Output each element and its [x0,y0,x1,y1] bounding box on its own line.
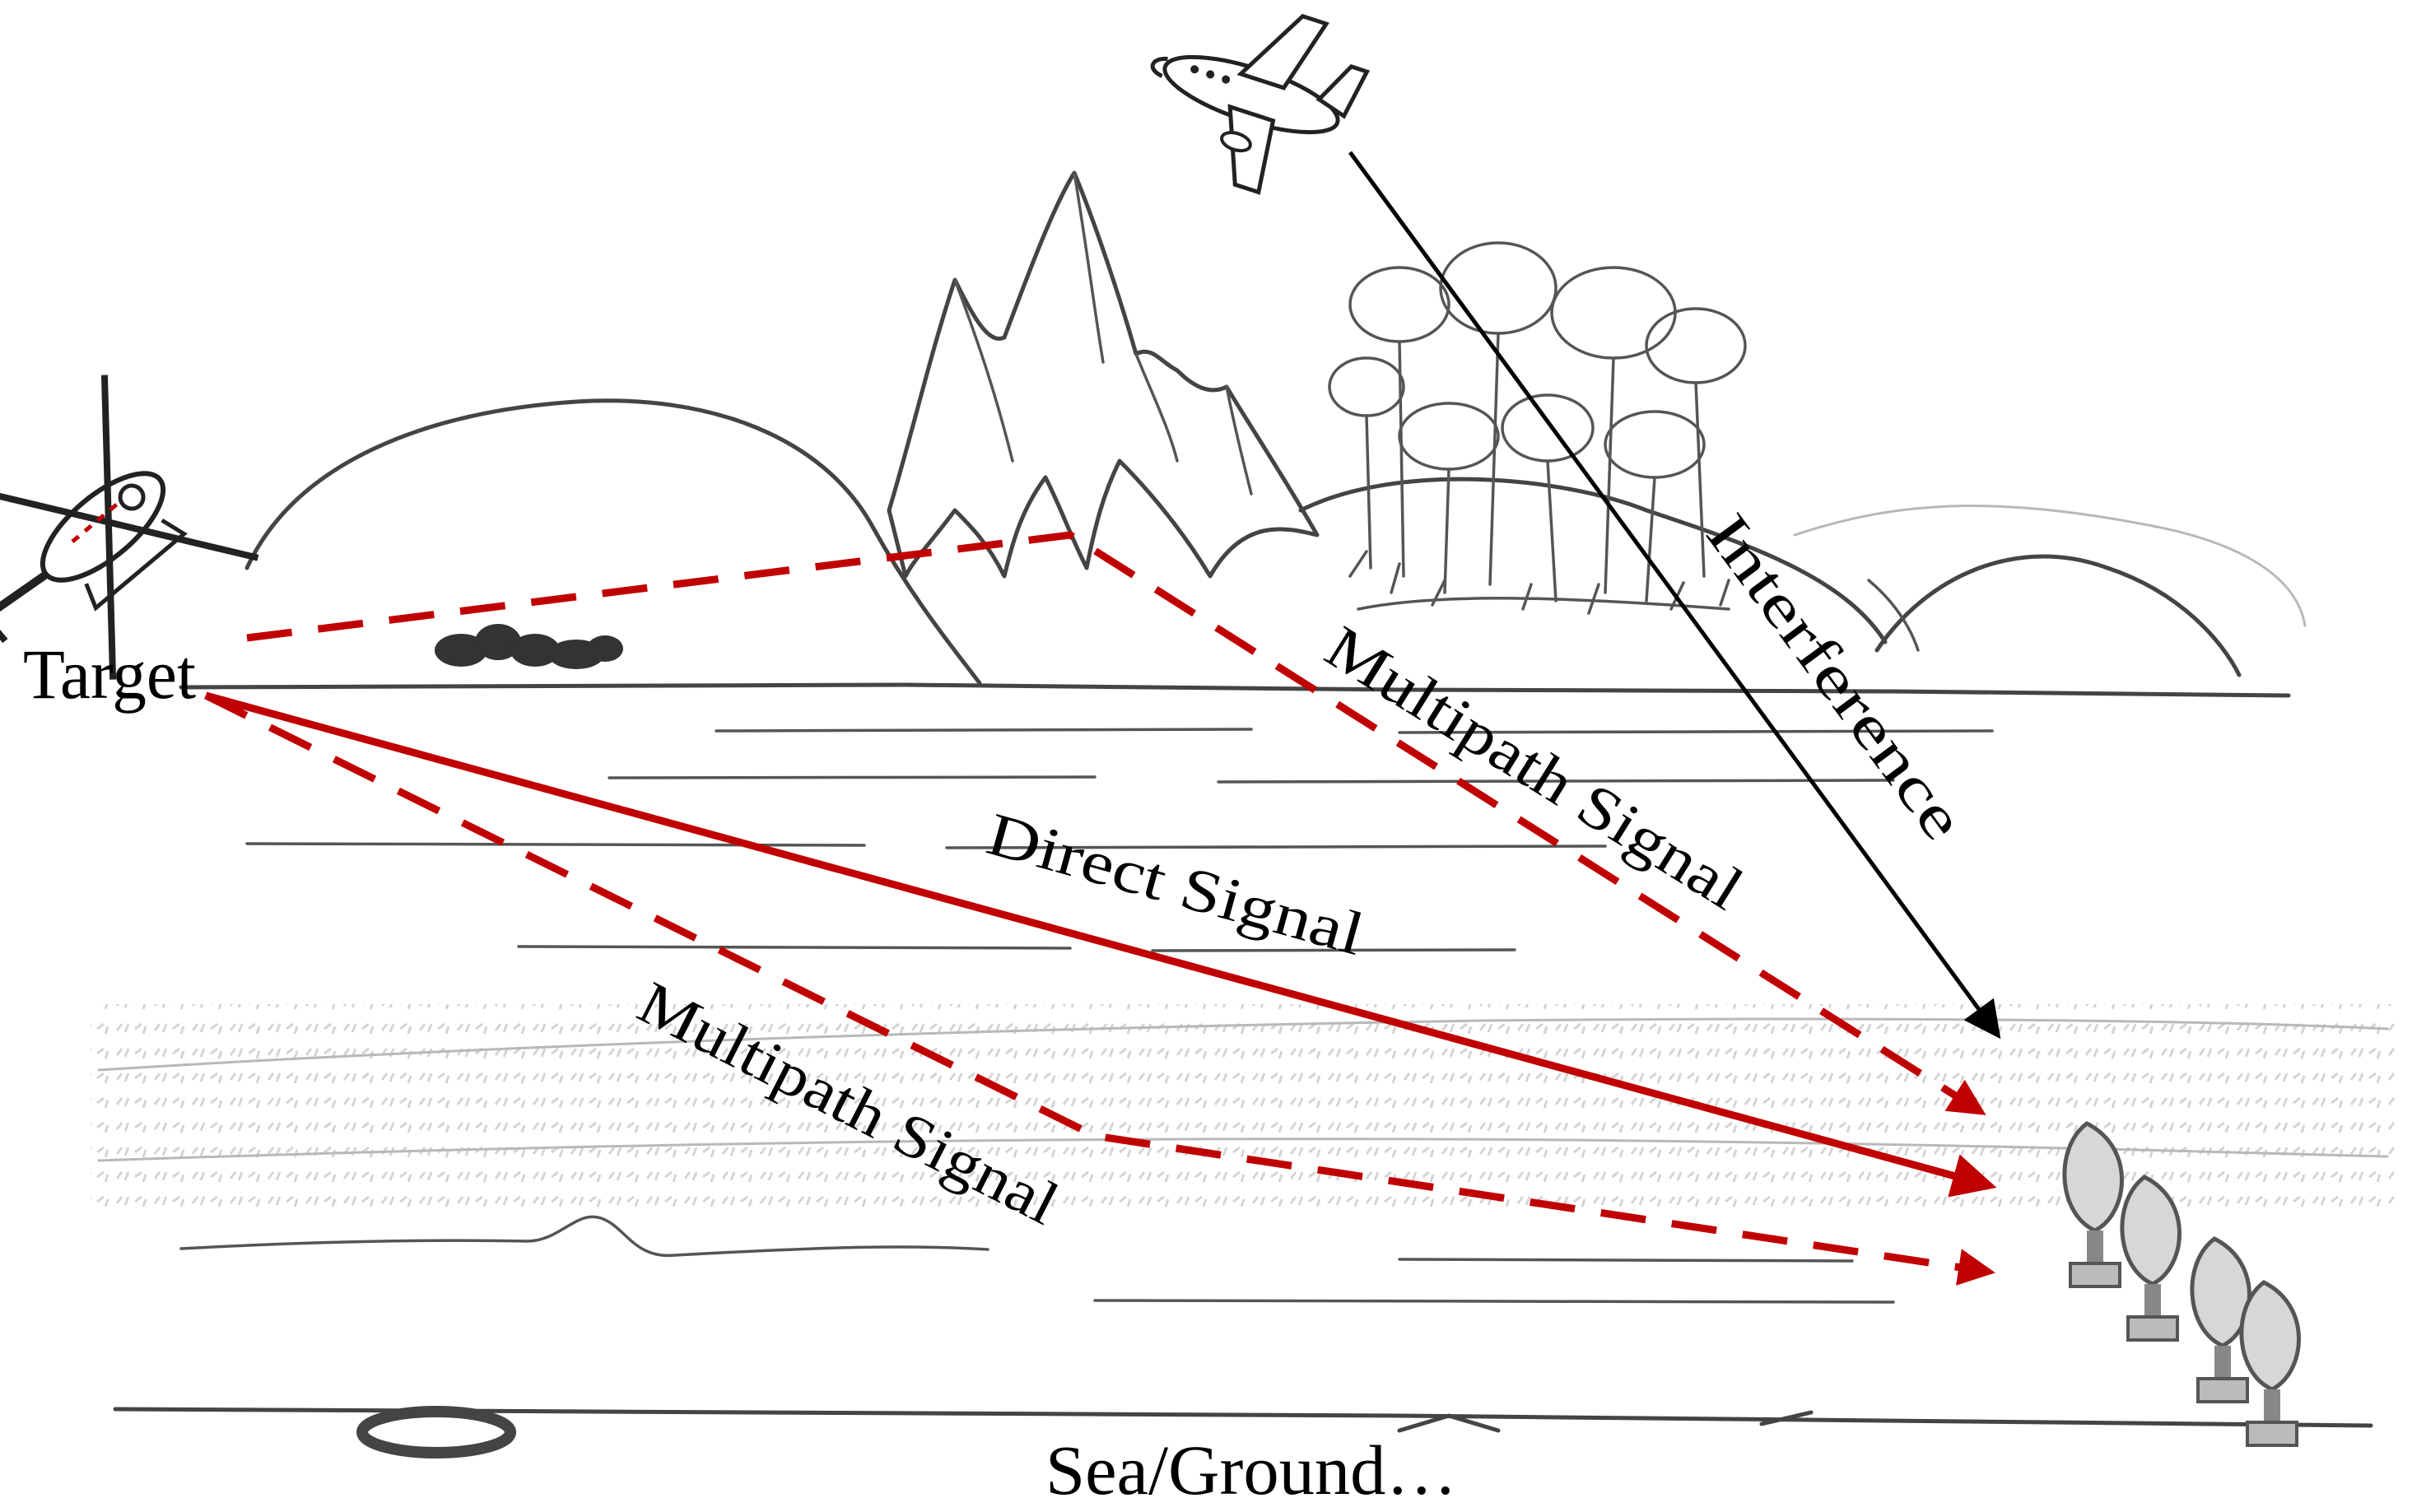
helicopter-icon [0,375,259,680]
mountain-icon [887,170,1320,579]
scrub-band [91,1004,2396,1218]
surface-label: Sea/Ground… [1045,1431,1457,1510]
radar-array-icon [2062,1121,2301,1447]
multipath-upper-arrow [246,531,1986,1115]
direct-signal-label: Direct Signal [980,800,1371,969]
interference-arrow [1348,151,2001,1040]
multipath-lower-arrow [204,691,1995,1286]
target-label: Target [23,635,196,714]
bush-icon [435,624,623,669]
multipath-upper-label: Multipath Signal [1314,613,1754,923]
hill-icon [244,398,982,686]
signal-paths [204,151,2001,1286]
airplane-icon [1150,13,1371,195]
forest-icon [1328,241,1747,615]
terrain-background [91,398,2396,1458]
rock-icon [356,1406,516,1458]
horizon-line [179,682,2291,698]
direct-signal-arrow [204,691,1997,1198]
